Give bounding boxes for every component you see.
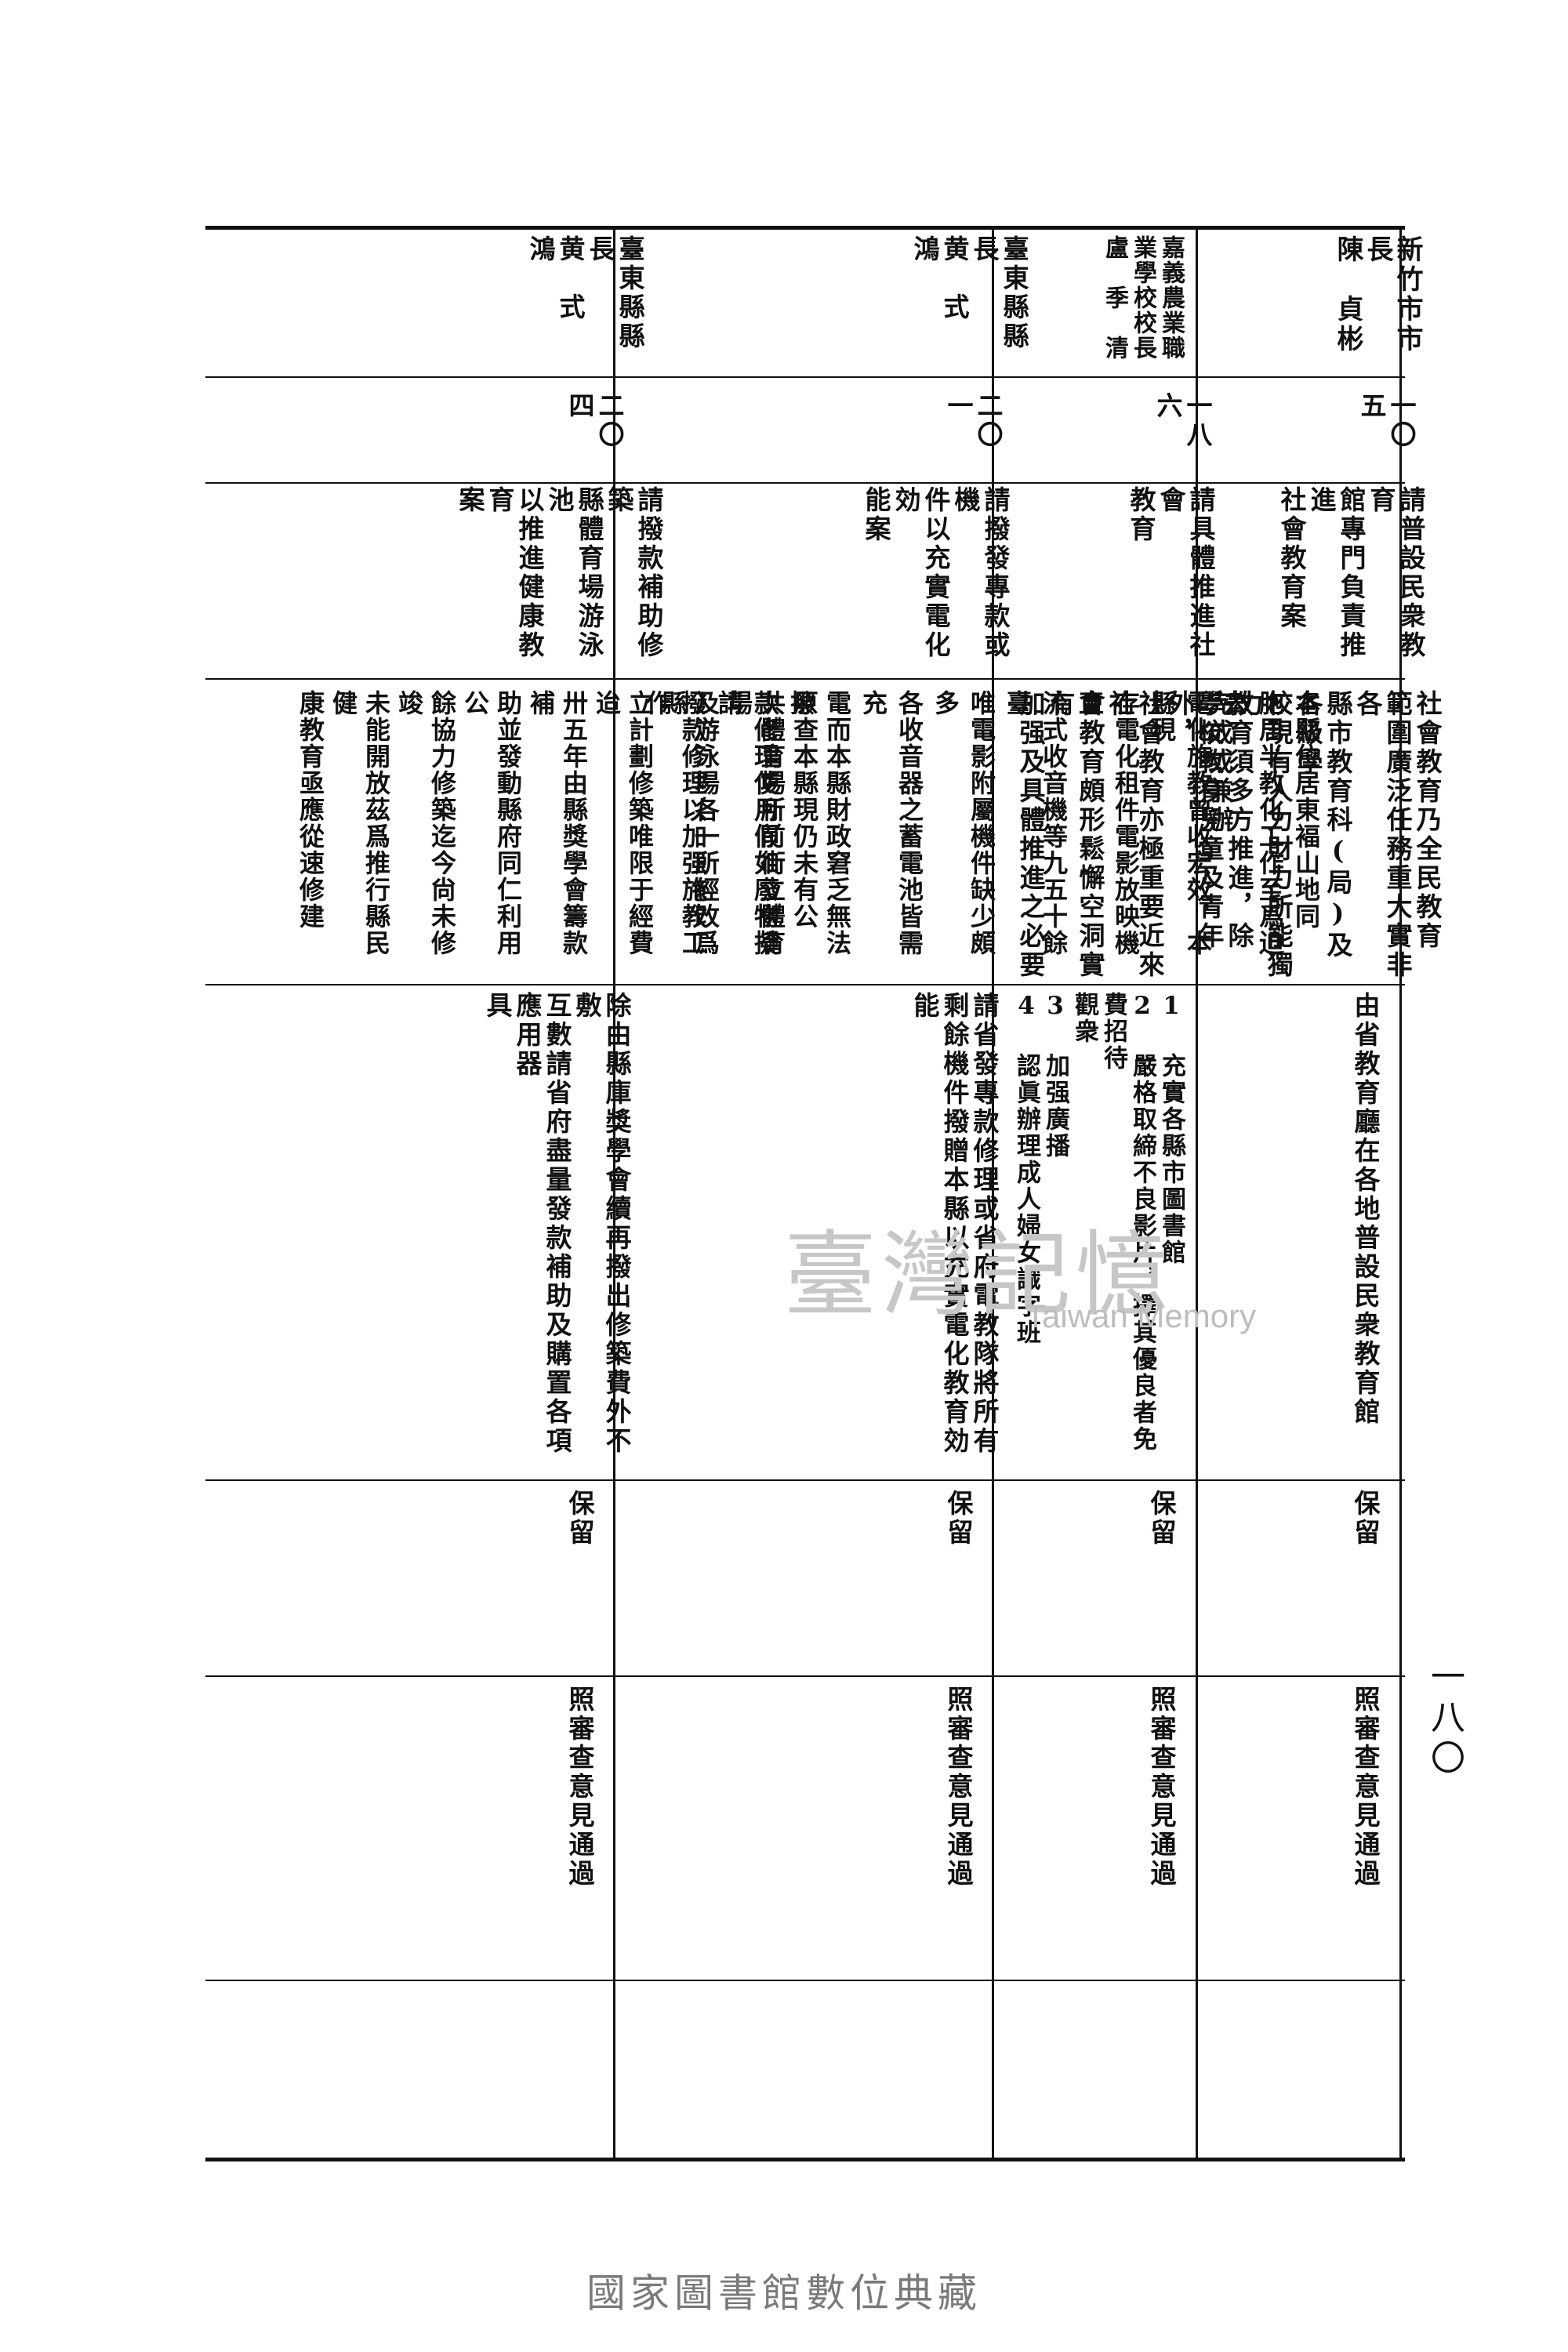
row-divider-title [205,678,1405,680]
row-divider-resolution [205,1980,1405,1981]
row-divider-number [205,482,1405,484]
review-opinion: 保留 [943,1490,974,1548]
proposal-number: 二〇四 [564,392,625,450]
page-number: 一八〇 [1425,1658,1465,1780]
review-opinion: 保留 [564,1490,595,1548]
proposal-method: 除由縣庫獎學會續再撥出修築費外不敷 互數請省府盡量發款補助及購置各項應用器 具 [482,992,632,1456]
proposer-cell: 嘉義農業職 業學校校長 盧 季 清 [1101,235,1185,361]
column-divider-1 [613,227,615,2160]
resolution: 照審查意見通過 [564,1686,595,1889]
proposal-reason: 教育須多方推進，除 學校教育兒童及青年外， 社會教育亦極重要近來社 會教育頗形鬆… [1015,690,1254,980]
proposer-cell: 新竹市市長 陳 貞彬 [1332,235,1423,354]
column-divider-3 [1196,227,1198,2160]
proposal-reason: 社會教育乃全民教育 範圍廣泛任務重大實非各 縣市教育科(局)及各級學 校現有人力… [1203,690,1443,980]
row-divider-method [205,1479,1405,1481]
column-divider-2 [992,227,994,2160]
review-opinion: 保留 [1146,1490,1177,1548]
proposal-title: 請普設民衆教育 館專門負責推進 社會教育案 [1276,486,1426,660]
row-divider-reason [205,984,1405,985]
watermark-logo: 臺灣記憶 [784,1221,1174,1329]
watermark-subtitle: Taiwan Memory [1025,1298,1257,1334]
review-opinion: 保留 [1350,1490,1381,1548]
proposer-cell: 臺東縣縣長 黄 式 鴻 [525,235,645,351]
proposal-number: 一八六 [1152,392,1213,450]
column-divider-right [1399,227,1402,2160]
proposal-reason: 原查本縣現仍未有公 共體育場所前街立體育場 及游泳場各一所經改爲縣 立計劃修築唯… [296,690,819,956]
proposal-title: 請具體推進社會 教育 [1126,486,1216,660]
proposal-reason: 本縣位居東褔山地同 胞居半教化工作至爲迫去 電化施教曾收宏效，本縣現 存電化租件… [642,690,1321,956]
proposal-number: 一〇五 [1356,392,1417,450]
row-divider-proposer [205,376,1405,378]
row-divider-review [205,1675,1405,1677]
proposal-title: 請撥款補助修築 縣體育場游泳池 以推進健康教育 案 [455,486,664,660]
resolution: 照審查意見通過 [943,1686,974,1889]
footer-credit: 國家圖書館數位典藏 [586,2270,982,2316]
resolution: 照審查意見通過 [1350,1686,1381,1889]
proposal-number: 二〇一 [943,392,1004,450]
resolution: 照審查意見通過 [1146,1686,1177,1889]
proposer-cell: 臺東縣縣長 黄 式 鴻 [909,235,1029,351]
proposal-method: 請省發專款修理或省府電教隊將所有 剩餘機件撥贈本縣以充實電化教育効能 [909,992,1000,1456]
proposal-method: 由省教育廳在各地普設民衆教育館 [1350,992,1381,1427]
table-bottom-rule [205,2158,1405,2161]
proposal-title: 請撥發專款或機 件以充實電化効 能案 [861,486,1011,660]
table-top-rule [205,226,1405,230]
proposal-method: 1 充實各縣市圖書館 2 嚴格取締不良影片，擇其優良者免費招待 觀衆 3 加强廣… [1012,992,1185,1453]
